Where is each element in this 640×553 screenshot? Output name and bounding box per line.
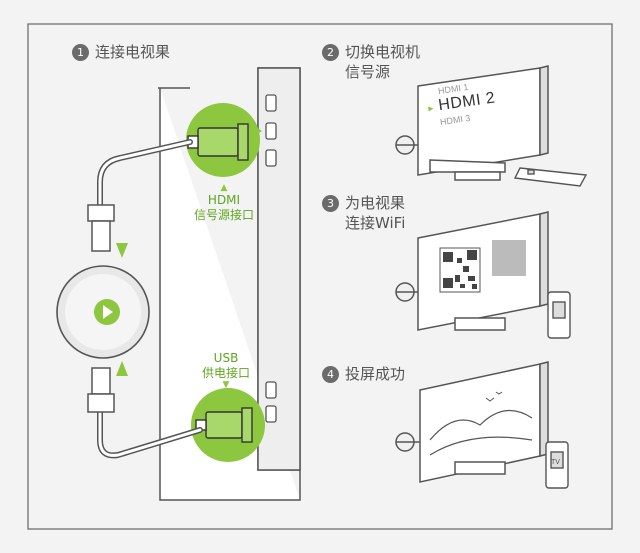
tv-ports [265, 94, 277, 423]
step-2-label: 2 切换电视机 信号源 [322, 42, 420, 82]
step-3-line-1: 为电视果 [345, 194, 406, 212]
usb-callout: USB 供电接口 ▼ [196, 351, 256, 390]
step-number-badge: 4 [322, 366, 339, 383]
remote-control-icon [513, 167, 588, 187]
up-arrow-icon [116, 361, 128, 376]
step-number-badge: 3 [322, 195, 339, 212]
phone-tv-label: TV [551, 459, 560, 466]
hdmi-callout-line-1: HDMI [207, 193, 241, 207]
outer-frame [27, 23, 613, 530]
landscape-icon [429, 409, 533, 456]
step-number-badge: 2 [322, 44, 339, 61]
phone-icon-step4 [545, 441, 569, 489]
chromecast-dongle-icon [56, 265, 150, 359]
usb-callout-line-1: USB [213, 351, 239, 365]
up-triangle-icon: ▲ [220, 183, 228, 193]
step-1-label: 1 连接电视果 [72, 42, 170, 62]
step-3-label: 3 为电视果 连接WiFi [322, 193, 405, 233]
step-4-text: 投屏成功 [345, 365, 406, 383]
step-2-line-2: 信号源 [345, 63, 391, 81]
hdmi-callout: ▲ HDMI 信号源接口 [186, 184, 262, 223]
down-triangle-icon: ▼ [222, 380, 230, 390]
qr-code-icon [439, 247, 481, 293]
selection-marker-icon: ▸ [427, 102, 435, 115]
step-4-label: 4 投屏成功 [322, 364, 405, 384]
hdmi-callout-line-2: 信号源接口 [193, 208, 254, 222]
hdmi-connector [87, 204, 115, 252]
usb-callout-line-2: 供电接口 [201, 366, 250, 380]
cable-fill [98, 140, 202, 457]
info-panel [492, 240, 526, 276]
usb-connector [87, 367, 115, 413]
tv-step4 [395, 361, 549, 483]
step-2-line-1: 切换电视机 [345, 43, 421, 61]
birds-icon [485, 391, 503, 402]
usb-plug-icon [195, 407, 253, 443]
tv-step2 [395, 65, 549, 181]
step-number-badge: 1 [72, 44, 89, 61]
tv-side-panel [158, 67, 301, 501]
step-1-text: 连接电视果 [95, 43, 171, 61]
phone-icon [547, 291, 571, 339]
down-arrow-icon [116, 243, 128, 258]
step-3-line-2: 连接WiFi [345, 214, 406, 232]
